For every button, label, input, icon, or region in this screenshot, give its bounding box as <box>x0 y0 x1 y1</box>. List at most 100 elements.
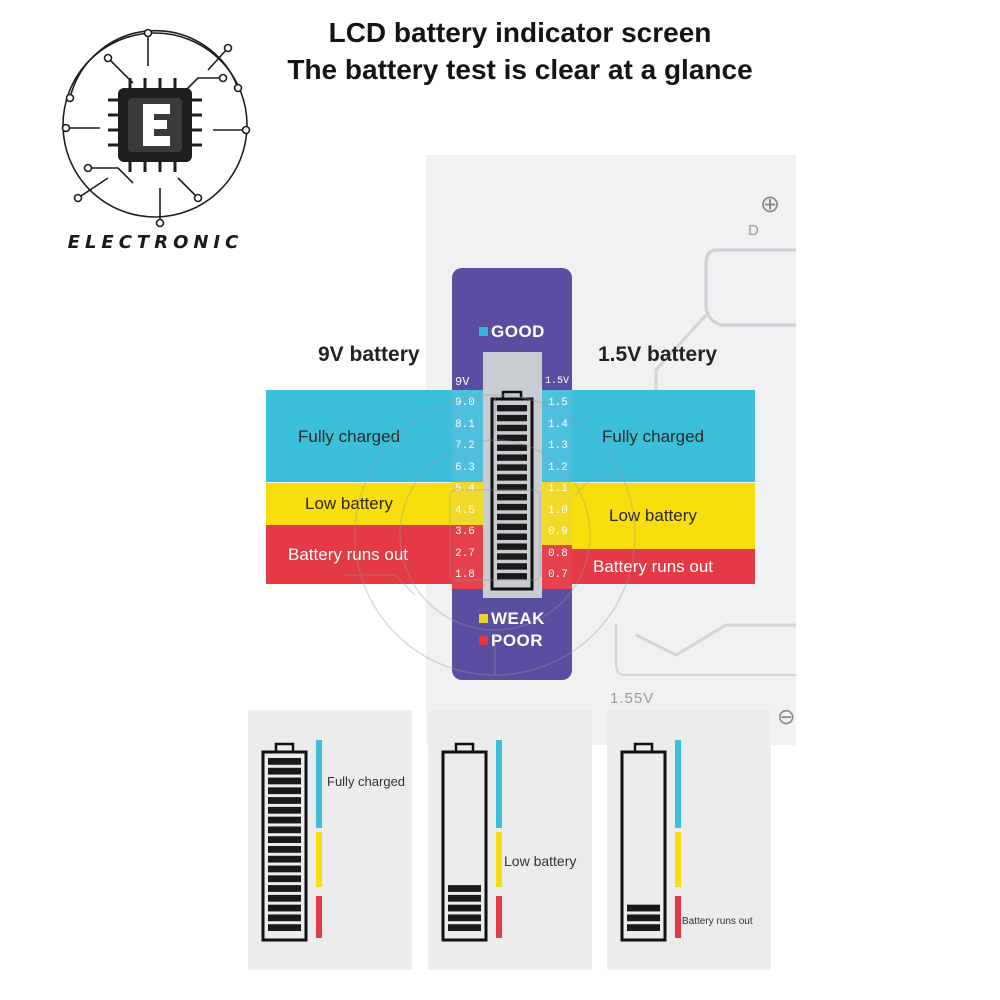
charge-bar <box>448 924 481 931</box>
right-scale-value: 1.0 <box>548 504 568 517</box>
charge-bar <box>627 914 660 922</box>
lcd-charge-bar <box>497 533 527 540</box>
weak-legend: WEAK <box>479 609 545 629</box>
right-scale-value: 1.4 <box>548 418 568 431</box>
charge-bar <box>268 894 301 902</box>
headline-line-1: LCD battery indicator screen <box>328 17 712 48</box>
charge-bar <box>268 777 301 785</box>
scale-good-segment <box>496 740 502 828</box>
lcd-charge-bar <box>497 405 527 412</box>
charge-bar <box>268 836 301 843</box>
lcd-battery-icon <box>490 390 534 591</box>
scale-poor-segment <box>316 896 322 938</box>
9v-battery-heading: 9V battery <box>318 343 420 366</box>
lcd-charge-bar <box>497 573 527 580</box>
charge-bar <box>268 865 301 873</box>
good-label: GOOD <box>491 322 545 341</box>
charge-bar <box>268 758 301 765</box>
right-scale-value: 1.2 <box>548 461 568 474</box>
charge-bar <box>268 914 301 922</box>
right-battery-runs-out-label: Battery runs out <box>593 557 714 576</box>
logo-text: ELECTRONIC <box>67 232 244 253</box>
battery-runs-out-band-right <box>560 549 755 584</box>
scale-weak-segment <box>496 832 502 887</box>
left-voltage-scale: 9.0 8.1 7.2 6.3 5.4 4.5 3.6 2.7 1.8 <box>455 397 475 591</box>
minus-terminal-icon: ⊖ <box>777 704 796 729</box>
battery-outline <box>620 750 667 942</box>
weak-label: WEAK <box>491 609 545 628</box>
low-battery-band-right <box>560 483 755 549</box>
lcd-charge-bar <box>497 434 527 442</box>
scale-poor-segment <box>675 896 681 938</box>
left-scale-weak-zone <box>452 482 484 525</box>
voltage-label: 1.55V <box>610 690 655 707</box>
right-scale-value: 0.8 <box>548 547 568 560</box>
left-scale-good-zone <box>452 390 484 482</box>
scale-poor-segment <box>496 896 502 938</box>
charge-bar <box>268 846 301 853</box>
right-scale-weak-zone <box>542 482 572 545</box>
charge-bar <box>268 787 301 795</box>
lcd-charge-bar <box>497 523 527 531</box>
left-scale-value: 8.1 <box>455 418 475 431</box>
charge-bar <box>268 875 301 883</box>
battery-outline <box>441 750 488 942</box>
lcd-charge-bar <box>497 553 527 560</box>
left-unit-label: 9V <box>455 375 470 389</box>
battery-empty-icon <box>620 740 681 942</box>
left-scale-value: 1.8 <box>455 569 475 581</box>
lcd-charge-bar <box>497 464 527 471</box>
charge-bar <box>268 885 301 892</box>
lcd-charge-bar <box>497 424 527 432</box>
lcd-charge-bar <box>497 563 527 570</box>
left-scale-value: 9.0 <box>455 397 475 409</box>
scale-weak-segment <box>675 832 681 887</box>
poor-square-icon <box>479 636 488 645</box>
card-battery-runs-out: Battery runs out <box>607 710 771 970</box>
card-fully-charged: Fully charged <box>248 710 412 970</box>
right-voltage-scale: 1.5 1.4 1.3 1.2 1.1 1.0 0.9 0.8 0.7 <box>548 397 568 591</box>
battery-full-icon <box>261 740 322 942</box>
scale-good-segment <box>316 740 322 828</box>
charge-bar <box>268 924 301 931</box>
headline: LCD battery indicator screen The battery… <box>240 14 800 88</box>
right-scale-value: 1.3 <box>548 440 568 452</box>
card-fully-charged-label: Fully charged <box>327 774 406 789</box>
left-scale-value: 5.4 <box>455 483 475 495</box>
card-low-battery: Low battery <box>428 710 592 970</box>
right-unit-label: 1.5V <box>545 376 570 387</box>
lcd-charge-bar <box>497 494 527 501</box>
left-scale-value: 4.5 <box>455 504 475 517</box>
charge-bar <box>448 894 481 902</box>
scale-weak-segment <box>316 832 322 887</box>
battery-low-icon <box>441 740 502 942</box>
headline-line-2: The battery test is clear at a glance <box>287 54 753 85</box>
left-scale-value: 6.3 <box>455 461 475 474</box>
charge-bar <box>448 904 481 912</box>
right-scale-good-zone <box>542 390 572 482</box>
poor-legend: POOR <box>479 631 543 651</box>
right-low-battery-label: Low battery <box>609 506 697 525</box>
left-low-battery-label: Low battery <box>305 494 393 513</box>
poor-label: POOR <box>491 631 544 650</box>
charge-bar <box>627 924 660 931</box>
charge-bar <box>268 816 301 824</box>
lcd-charge-bar <box>497 454 527 461</box>
1-5v-battery-heading: 1.5V battery <box>598 343 718 366</box>
d-size-label: D <box>748 222 759 239</box>
charge-bar <box>268 904 301 912</box>
card-battery-runs-out-label: Battery runs out <box>682 916 753 927</box>
lcd-charge-bars <box>497 405 527 580</box>
charge-bar <box>448 914 481 922</box>
left-scale-value: 7.2 <box>455 440 475 452</box>
good-legend: GOOD <box>479 322 545 342</box>
scale-good-segment <box>675 740 681 828</box>
good-square-icon <box>479 327 488 336</box>
left-fully-charged-label: Fully charged <box>298 427 401 446</box>
lcd-charge-bar <box>497 513 527 521</box>
right-scale-value: 1.5 <box>548 397 568 409</box>
charge-bar <box>268 826 301 834</box>
right-scale-value: 0.9 <box>548 526 568 538</box>
charge-bar <box>268 797 301 804</box>
right-scale-poor-zone <box>542 545 572 589</box>
